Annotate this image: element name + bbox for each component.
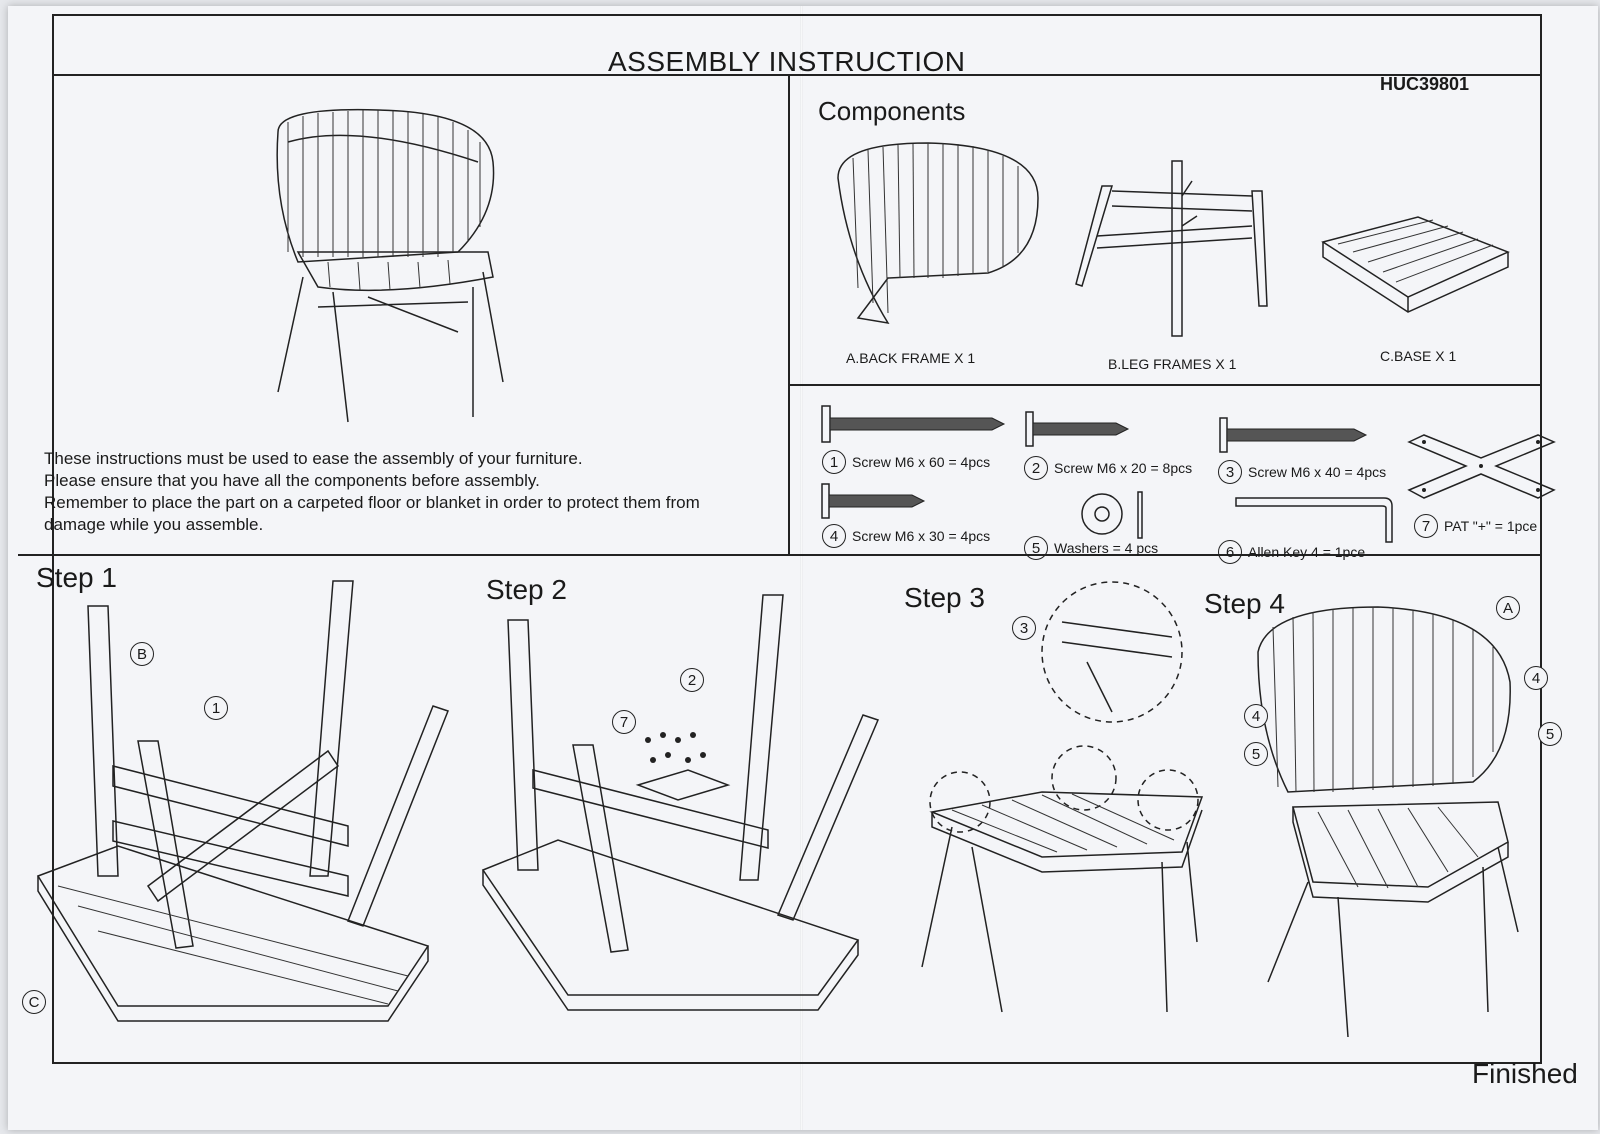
step-1-drawing [28,576,458,1026]
screw-2-drawing [1026,412,1130,448]
hardware-label: Screw M6 x 30 = 4pcs [852,528,991,544]
intro-line: Please ensure that you have all the comp… [44,471,540,490]
instruction-sheet: ASSEMBLY INSTRUCTION HUC39801 Components [8,6,1598,1130]
callout-7: 7 [612,710,636,734]
intro-line: damage while you assemble. [44,515,264,534]
step-4-title: Step 4 [1204,588,1285,619]
hardware-item-7: 7 PAT "+" = 1pce [1414,514,1537,538]
model-number: HUC39801 [1380,74,1470,94]
header-divider [52,74,1542,76]
step-4-drawing [1248,602,1528,1042]
hardware-label: Allen Key 4 = 1pce [1248,544,1366,560]
callout-c: C [22,990,46,1014]
hardware-item-6: 6 Allen Key 4 = 1pce [1218,540,1365,564]
callout-3: 3 [1012,616,1036,640]
hardware-item-3: 3 Screw M6 x 40 = 4pcs [1218,460,1386,484]
step-3-drawing [912,582,1232,1032]
part-label-b: B.LEG FRAMES X 1 [1108,356,1237,372]
finished-label: Finished [1472,1058,1578,1089]
hardware-number: 2 [1024,456,1048,480]
pat-plus-drawing [1404,430,1558,502]
callout-1: 1 [204,696,228,720]
step-2-drawing [478,590,898,1020]
hardware-number: 7 [1414,514,1438,538]
screw-1-drawing [822,404,1006,444]
allen-key-drawing [1236,496,1398,544]
paper-fold [800,6,803,1130]
base-drawing [1318,212,1518,312]
callout-a: A [1496,596,1520,620]
intro-text: These instructions must be used to ease … [44,448,784,536]
part-label-c: C.BASE X 1 [1380,348,1457,364]
hardware-number: 5 [1024,536,1048,560]
hardware-item-2: 2 Screw M6 x 20 = 8pcs [1024,456,1192,480]
hardware-label: Screw M6 x 20 = 8pcs [1054,460,1193,476]
hardware-number: 3 [1218,460,1242,484]
hardware-item-5: 5 Washers = 4 pcs [1024,536,1158,560]
hardware-number: 1 [822,450,846,474]
screw-4-drawing [822,484,926,520]
intro-line: Remember to place the part on a carpeted… [44,493,700,512]
steps-divider [18,554,1542,556]
hardware-number: 6 [1218,540,1242,564]
leg-frames-drawing [1072,156,1292,346]
hardware-label: Washers = 4 pcs [1054,540,1159,556]
part-label-a: A.BACK FRAME X 1 [846,350,976,366]
intro-line: These instructions must be used to ease … [44,449,583,468]
callout-5-right: 5 [1538,722,1562,746]
center-divider [788,74,790,554]
hardware-label: PAT "+" = 1pce [1444,518,1538,534]
callout-b: B [130,642,154,666]
hardware-item-1: 1 Screw M6 x 60 = 4pcs [822,450,990,474]
components-divider [788,384,1542,386]
washer-drawing [1080,492,1148,538]
step-2-title: Step 2 [486,574,567,605]
outer-frame [52,14,1542,1064]
hardware-item-4: 4 Screw M6 x 30 = 4pcs [822,524,990,548]
hardware-label: Screw M6 x 40 = 4pcs [1248,464,1387,480]
page-title: ASSEMBLY INSTRUCTION [608,46,966,77]
step-1-title: Step 1 [36,562,117,593]
callout-4-left: 4 [1244,704,1268,728]
callout-4-right: 4 [1524,666,1548,690]
hardware-number: 4 [822,524,846,548]
callout-2: 2 [680,668,704,692]
callout-5-left: 5 [1244,742,1268,766]
hardware-label: Screw M6 x 60 = 4pcs [852,454,991,470]
screw-3-drawing [1220,418,1368,454]
components-title: Components [818,96,966,126]
chair-illustration [258,102,518,432]
step-3-title: Step 3 [904,582,985,613]
back-frame-drawing [828,138,1048,328]
